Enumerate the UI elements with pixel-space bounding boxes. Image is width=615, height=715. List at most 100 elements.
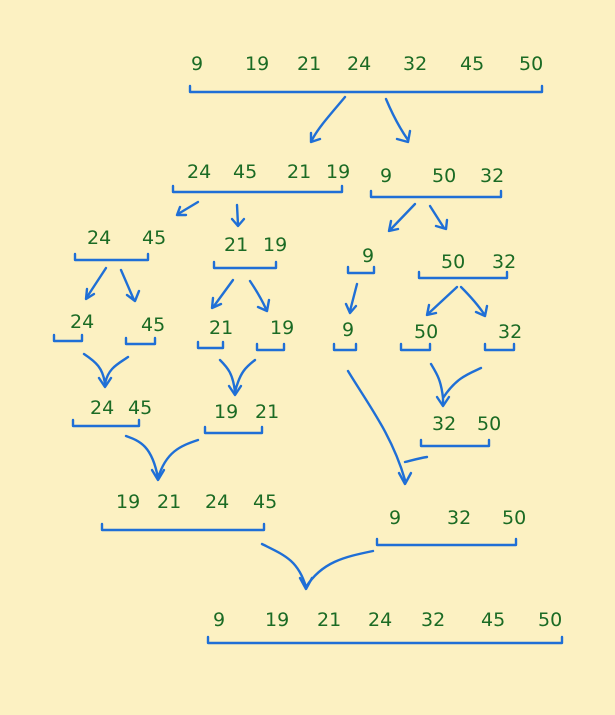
node-value: 45: [128, 397, 152, 419]
node-value: 32: [447, 507, 471, 529]
arrow-top-left: [310, 95, 347, 142]
bracket-leaf-19: [255, 342, 286, 352]
node-value: 19: [326, 161, 350, 183]
bracket-merged-left-4: [100, 522, 266, 532]
node-value: 32: [421, 609, 445, 631]
merge-2445-arrowhead: [97, 376, 113, 389]
node-value: 19: [265, 609, 289, 631]
arrow-5032-left-arrowhead: [425, 303, 438, 317]
node-leaf-9: 9: [342, 319, 354, 341]
node-value: 24: [347, 53, 371, 75]
arrow-right-b-arrowhead: [434, 218, 449, 231]
merge-left-4-arrowhead: [150, 468, 166, 482]
merge-2445: [82, 352, 130, 386]
node-value: 19: [245, 53, 269, 75]
node-leaf-24: 24: [70, 311, 94, 333]
merge-1921-arrowhead: [227, 384, 243, 397]
arrow-2119-left: [212, 278, 235, 308]
bracket-leaf-9: [332, 342, 358, 352]
node-value: 21: [255, 401, 279, 423]
arrow-left-b: [235, 203, 240, 227]
node-merged-32-50: 32 50: [432, 413, 501, 435]
bracket-single-9-a: [346, 265, 376, 275]
node-value: 32: [492, 251, 516, 273]
node-value: 9: [362, 245, 374, 267]
bracket-pair-50-32: [417, 270, 509, 280]
node-value: 9: [380, 165, 392, 187]
node-value: 21: [297, 53, 321, 75]
node-leaf-50: 50: [414, 321, 438, 343]
node-value: 32: [432, 413, 456, 435]
node-value: 45: [233, 161, 257, 183]
node-value: 21: [157, 491, 181, 513]
node-single-9-a: 9: [362, 245, 374, 267]
bracket-leaf-24: [52, 333, 84, 343]
bracket-merged-32-50: [419, 438, 491, 448]
merge-3250-arrowhead: [435, 395, 451, 408]
node-value: 45: [460, 53, 484, 75]
arrow-left-b-arrowhead: [230, 217, 246, 228]
arrow-2119-right: [248, 279, 268, 311]
arrow-2445-right-arrowhead: [125, 289, 141, 303]
arrow-2119-left-arrowhead: [210, 296, 223, 310]
bracket-merged-right-3: [375, 537, 518, 547]
node-value: 24: [90, 397, 114, 419]
bracket-top-sorted: [188, 84, 544, 94]
arrow-2445-left-arrowhead: [84, 287, 96, 301]
node-value: 50: [477, 413, 501, 435]
node-value: 21: [224, 234, 248, 256]
bracket-pair-24-45: [73, 252, 150, 262]
node-value: 9: [342, 319, 354, 341]
bracket-leaf-50: [399, 342, 432, 352]
bracket-leaf-45: [124, 336, 157, 346]
bracket-pair-21-19: [212, 260, 278, 270]
node-value: 19: [270, 317, 294, 339]
bracket-split-right: [369, 189, 503, 199]
arrow-2119-right-arrowhead: [256, 298, 271, 313]
node-value: 32: [403, 53, 427, 75]
merge-right-3-join: [403, 455, 429, 464]
node-value: 45: [141, 314, 165, 336]
bracket-leaf-32: [483, 342, 516, 352]
node-value: 45: [142, 227, 166, 249]
bracket-leaf-21: [196, 340, 225, 350]
arrow-9-down: [348, 282, 359, 313]
bracket-merged-19-21: [203, 425, 264, 435]
node-value: 45: [481, 609, 505, 631]
node-value: 9: [191, 53, 203, 75]
node-value: 32: [480, 165, 504, 187]
node-leaf-21: 21: [209, 317, 233, 339]
arrow-5032-left: [427, 285, 459, 315]
arrow-right-a-arrowhead: [387, 219, 400, 233]
node-value: 50: [441, 251, 465, 273]
node-value: 19: [263, 234, 287, 256]
node-value: 24: [187, 161, 211, 183]
node-value: 50: [414, 321, 438, 343]
node-value: 21: [317, 609, 341, 631]
bracket-final-sorted: [206, 635, 564, 645]
node-value: 50: [519, 53, 543, 75]
node-leaf-19: 19: [270, 317, 294, 339]
bracket-split-left: [171, 184, 344, 194]
bracket-merged-24-45: [71, 418, 141, 428]
node-value: 50: [538, 609, 562, 631]
arrow-right-b: [428, 204, 446, 230]
arrow-2445-right: [119, 268, 136, 302]
node-value: 32: [498, 321, 522, 343]
node-value: 45: [253, 491, 277, 513]
node-pair-21-19: 21 19: [224, 234, 287, 256]
arrow-2445-left: [85, 266, 108, 299]
node-value: 21: [209, 317, 233, 339]
merge-final-arrowhead: [298, 576, 314, 591]
node-value: 19: [214, 401, 238, 423]
long-9-path: [346, 369, 407, 482]
node-merged-24-45: 24 45: [90, 397, 152, 419]
arrow-5032-right: [459, 285, 486, 316]
node-value: 9: [213, 609, 225, 631]
